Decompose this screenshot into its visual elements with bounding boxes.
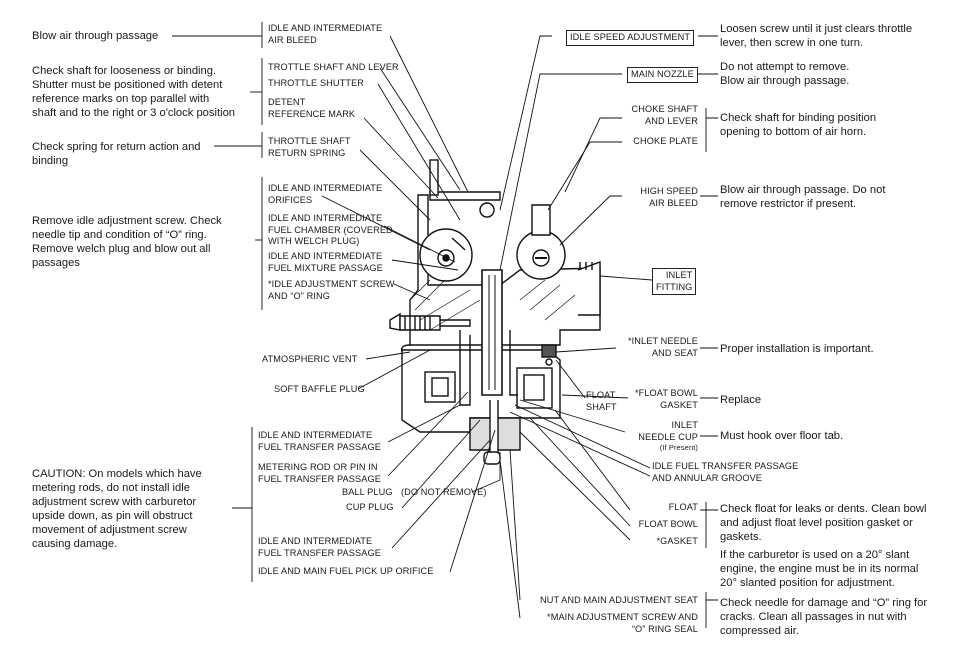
- note-check-needle: Check needle for damage and “O” ring for…: [720, 597, 928, 637]
- label-idle-speed-adjust: IDLE SPEED ADJUSTMENT: [566, 30, 695, 46]
- label-fuel-chamber: IDLE AND INTERMEDIATE FUEL CHAMBER (COVE…: [268, 213, 393, 246]
- label-metering-rod: METERING ROD OR PIN IN FUEL TRANSFER PAS…: [258, 462, 381, 484]
- label-pickup-orifice: IDLE AND MAIN FUEL PICK UP ORIFICE: [258, 566, 434, 576]
- label-fuel-mixture: IDLE AND INTERMEDIATE FUEL MIXTURE PASSA…: [268, 251, 383, 273]
- label-detent-reference: DETENT REFERENCE MARK: [268, 97, 356, 119]
- label-float-bowl-gasket: *FLOAT BOWL GASKET: [634, 388, 698, 410]
- label-inlet-needle-cup: INLET NEEDLE CUP: [638, 420, 698, 442]
- label-main-adjust-screw: *MAIN ADJUSTMENT SCREW AND “O” RING SEAL: [547, 612, 698, 634]
- note-check-throttle-shaft: Check shaft for looseness or binding. Sh…: [32, 65, 236, 119]
- label-do-not-remove: (DO NOT REMOVE): [401, 487, 487, 497]
- note-blow-air-idle: Blow air through passage: [32, 30, 159, 42]
- label-inlet-needle-seat: *INLET NEEDLE AND SEAT: [627, 336, 698, 358]
- label-float-bowl: FLOAT BOWL: [638, 519, 698, 529]
- label-float-shaft: FLOAT SHAFT: [586, 390, 617, 412]
- note-must-hook: Must hook over floor tab.: [720, 430, 844, 442]
- note-caution: CAUTION: On models which have metering r…: [32, 468, 202, 550]
- note-remove-idle-screw: Remove idle adjustment screw. Check need…: [32, 215, 222, 269]
- label-idle-air-bleed: IDLE AND INTERMEDIATE AIR BLEED: [268, 23, 383, 45]
- label-atmospheric-vent: ATMOSPHERIC VENT: [262, 354, 358, 364]
- note-loosen-screw: Loosen screw until it just clears thrott…: [720, 23, 913, 49]
- label-soft-baffle-plug: SOFT BAFFLE PLUG: [274, 384, 365, 394]
- note-blow-air-high-speed: Blow air through passage. Do not remove …: [720, 184, 886, 210]
- leader-lines: [172, 22, 718, 628]
- label-if-present: (If Present): [659, 443, 698, 452]
- note-replace: Replace: [720, 394, 762, 406]
- label-choke-plate: CHOKE PLATE: [633, 136, 698, 146]
- label-transfer-passage-2: IDLE AND INTERMEDIATE FUEL TRANSFER PASS…: [258, 536, 381, 558]
- label-annular-groove: IDLE FUEL TRANSFER PASSAGE AND ANNULAR G…: [652, 461, 799, 483]
- label-transfer-passage: IDLE AND INTERMEDIATE FUEL TRANSFER PASS…: [258, 430, 381, 452]
- note-check-float: Check float for leaks or dents. Clean bo…: [720, 503, 927, 543]
- label-cup-plug: CUP PLUG: [346, 502, 394, 512]
- note-proper-installation: Proper installation is important.: [720, 343, 874, 355]
- label-return-spring: THROTTLE SHAFT RETURN SPRING: [268, 136, 351, 158]
- note-check-spring: Check spring for return action and bindi…: [32, 141, 201, 167]
- note-check-choke-shaft: Check shaft for binding position opening…: [720, 112, 877, 138]
- label-throttle-shutter: THROTTLE SHUTTER: [268, 78, 365, 88]
- note-do-not-remove-nozzle: Do not attempt to remove. Blow air throu…: [720, 61, 850, 87]
- label-inlet-fitting: INLET FITTING: [652, 268, 697, 295]
- label-idle-adjust-screw: *IDLE ADJUSTMENT SCREW AND “O” RING: [268, 279, 395, 301]
- label-high-speed-bleed: HIGH SPEED AIR BLEED: [640, 186, 698, 208]
- label-orifices: IDLE AND INTERMEDIATE ORIFICES: [268, 183, 383, 205]
- note-slant-engine: If the carburetor is used on a 20° slant…: [720, 549, 919, 589]
- carburetor-body: [389, 159, 601, 465]
- label-gasket: *GASKET: [656, 536, 698, 546]
- label-choke-shaft: CHOKE SHAFT AND LEVER: [631, 104, 698, 126]
- label-main-nozzle: MAIN NOZZLE: [627, 67, 698, 83]
- label-ball-plug: BALL PLUG: [342, 487, 393, 497]
- label-float: FLOAT: [668, 502, 698, 512]
- label-throttle-shaft-lever: TROTTLE SHAFT AND LEVER: [268, 62, 399, 72]
- label-nut-seat: NUT AND MAIN ADJUSTMENT SEAT: [540, 595, 698, 605]
